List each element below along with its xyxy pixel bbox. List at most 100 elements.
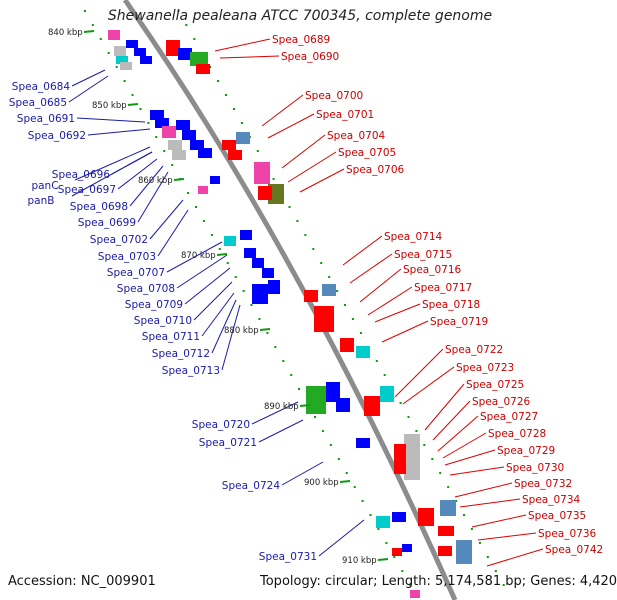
gene-label[interactable]: Spea_0704 [327,130,386,142]
leader-line [68,75,109,103]
gene-label[interactable]: Spea_0734 [522,494,581,506]
gene-label[interactable]: Spea_0722 [445,344,503,356]
gene-label[interactable]: Spea_0714 [384,231,443,243]
ruler-dot [439,472,442,474]
gene-feature [228,150,242,160]
gene-label[interactable]: Spea_0711 [142,331,200,343]
gene-label[interactable]: Spea_0731 [259,551,317,563]
leader-line [166,241,223,273]
gene-feature [224,236,236,246]
ruler-dot [83,10,86,12]
gene-label[interactable]: Spea_0728 [488,428,546,440]
gene-label[interactable]: Spea_0692 [28,130,86,142]
gene-feature [356,438,370,448]
gene-label[interactable]: Spea_0703 [98,251,156,263]
ruler-dot [210,234,213,236]
ruler-dot [272,178,275,180]
ruler-dot [304,234,307,236]
gene-label[interactable]: Spea_0729 [497,445,555,457]
gene-feature [166,40,180,56]
gene-label[interactable]: Spea_0701 [316,109,374,121]
tick-mark [339,480,351,483]
gene-feature [402,544,412,552]
gene-label[interactable]: Spea_0690 [281,51,339,63]
summary-text: Topology: circular; Length: 5,174,581 bp… [260,574,617,589]
leader-line [193,281,233,321]
leader-line [87,128,151,136]
leader-line [287,151,337,183]
gene-label[interactable]: Spea_0699 [78,217,136,229]
gene-feature [176,120,190,130]
gene-label[interactable]: Spea_0684 [12,81,71,93]
gene-label[interactable]: Spea_0700 [305,90,363,102]
gene-label[interactable]: Spea_0705 [338,147,396,159]
gene-label[interactable]: Spea_0706 [346,164,405,176]
gene-label[interactable]: Spea_0726 [472,396,531,408]
gene-label[interactable]: Spea_0713 [162,365,220,377]
gene-label[interactable]: Spea_0732 [514,478,572,490]
ruler-dot [218,248,221,250]
ruler-dot [298,388,301,390]
gene-feature [252,284,268,304]
gene-label[interactable]: Spea_0735 [528,510,586,522]
leader-line [71,151,153,197]
leader-line [459,498,521,508]
gene-label[interactable]: Spea_0719 [430,316,488,328]
ruler-dot [336,290,339,292]
leader-line [71,69,106,87]
gene-label[interactable]: Spea_0708 [117,283,175,295]
gene-label[interactable]: Spea_0691 [17,113,75,125]
leader-line [76,117,146,123]
ruler-dot [463,514,465,516]
gene-label[interactable]: Spea_0725 [466,379,524,391]
ruler-dot [274,346,277,348]
gene-label[interactable]: Spea_0717 [414,282,472,294]
gene-label[interactable]: Spea_0736 [538,528,597,540]
gene-feature [236,132,250,144]
gene-label[interactable]: Spea_0702 [90,234,148,246]
gene-feature [108,30,120,40]
gene-label[interactable]: Spea_0720 [192,419,250,431]
leader-line [137,171,169,223]
gene-name-label[interactable]: panB [28,195,55,207]
tick-mark [299,404,311,407]
tick-label: 840 kbp [48,28,83,38]
gene-label[interactable]: Spea_0723 [456,362,514,374]
gene-label[interactable]: Spea_0716 [403,264,462,276]
gene-label[interactable]: Spea_0697 [58,184,116,196]
leader-line [424,383,465,431]
feature-track [108,30,472,598]
gene-label[interactable]: Spea_0742 [545,544,603,556]
gene-label[interactable]: Spea_0689 [272,34,330,46]
leader-line [437,415,479,452]
leader-line [157,209,189,257]
gene-label[interactable]: Spea_0727 [480,411,538,423]
gene-label[interactable]: Spea_0685 [9,97,67,109]
leader-line [486,548,544,567]
ruler-dot [209,66,212,68]
gene-label[interactable]: Spea_0710 [134,315,192,327]
gene-label[interactable]: Spea_0724 [222,480,281,492]
tick-mark [127,103,139,106]
ruler-dot [282,360,285,362]
leader-line [176,254,228,289]
gene-label[interactable]: Spea_0721 [199,437,257,449]
ruler-dot [423,444,426,446]
gene-name-label[interactable]: panC [31,180,58,192]
gene-label[interactable]: Spea_0730 [506,462,564,474]
gene-label[interactable]: Spea_0718 [422,299,480,311]
gene-label[interactable]: Spea_0712 [152,348,210,360]
ruler-dot [226,262,229,264]
gene-label[interactable]: Spea_0698 [70,201,128,213]
gene-feature [126,40,138,48]
gene-label[interactable]: Spea_0715 [394,249,452,261]
gene-label[interactable]: Spea_0696 [52,169,111,181]
leader-line [394,348,444,398]
ruler-dot [234,276,237,278]
gene-feature [440,500,456,516]
gene-label[interactable]: Spea_0707 [107,267,165,279]
tick-mark [173,178,185,181]
ruler-dot [163,150,166,152]
gene-label[interactable]: Spea_0709 [125,299,183,311]
ruler-dot [409,584,412,586]
